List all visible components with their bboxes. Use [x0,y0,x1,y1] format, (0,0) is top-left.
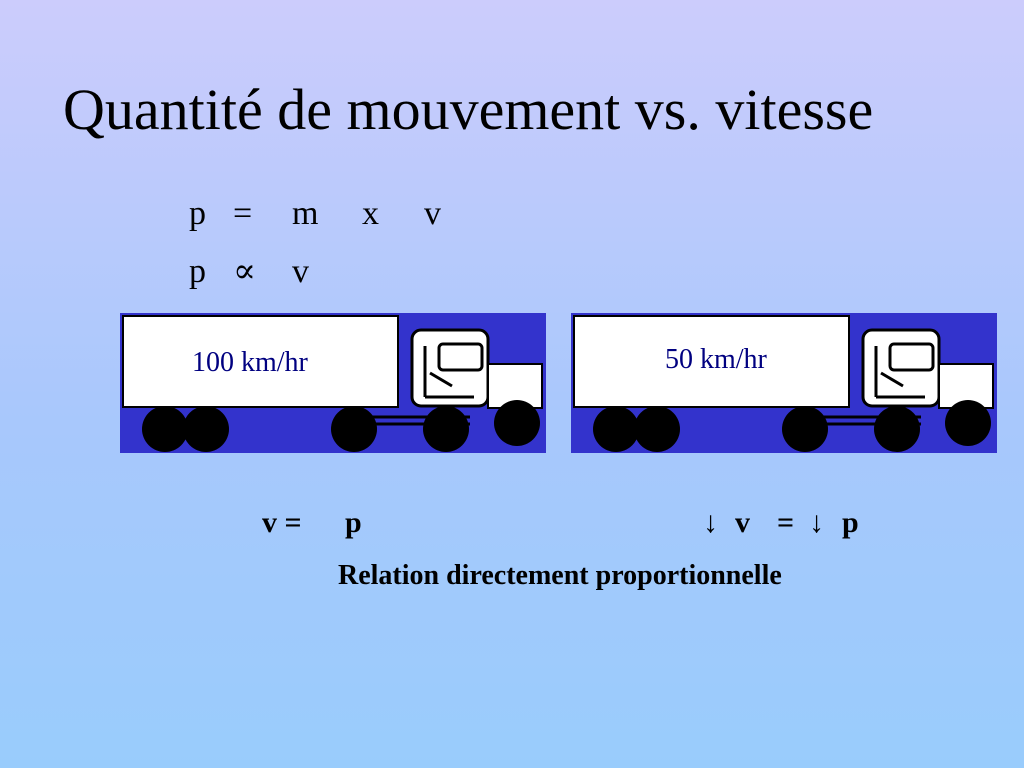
relation-caption: Relation directement proportionnelle [338,560,782,591]
truck-slow-illustration [571,313,997,453]
slide-title: Quantité de mouvement vs. vitesse [63,77,874,142]
formula2-v: v [292,253,309,290]
truck-fast-illustration [120,313,546,453]
relation-right-equals: = [777,506,795,539]
relation-right-v: v [735,506,750,539]
truck-slow-speed-label: 50 km/hr [665,344,767,375]
formula1-equals: = [233,195,253,232]
truck-fast-speed-label: 100 km/hr [192,347,308,378]
formula2-proportional: ∝ [233,253,257,290]
relation-right-p: p [842,506,859,539]
formula1-p: p [189,195,206,232]
formula2-p: p [189,253,206,290]
truck-slow: 50 km/hr [571,313,997,453]
formula1-m: m [292,195,319,232]
truck-fast: 100 km/hr [120,313,546,453]
formula1-v: v [424,195,441,232]
down-arrow-icon: ↓ [703,506,718,539]
relation-left-p: p [345,506,362,539]
relation-left-v-equals: v = [262,506,302,539]
formula1-x: x [362,195,379,232]
down-arrow-icon: ↓ [809,506,824,539]
